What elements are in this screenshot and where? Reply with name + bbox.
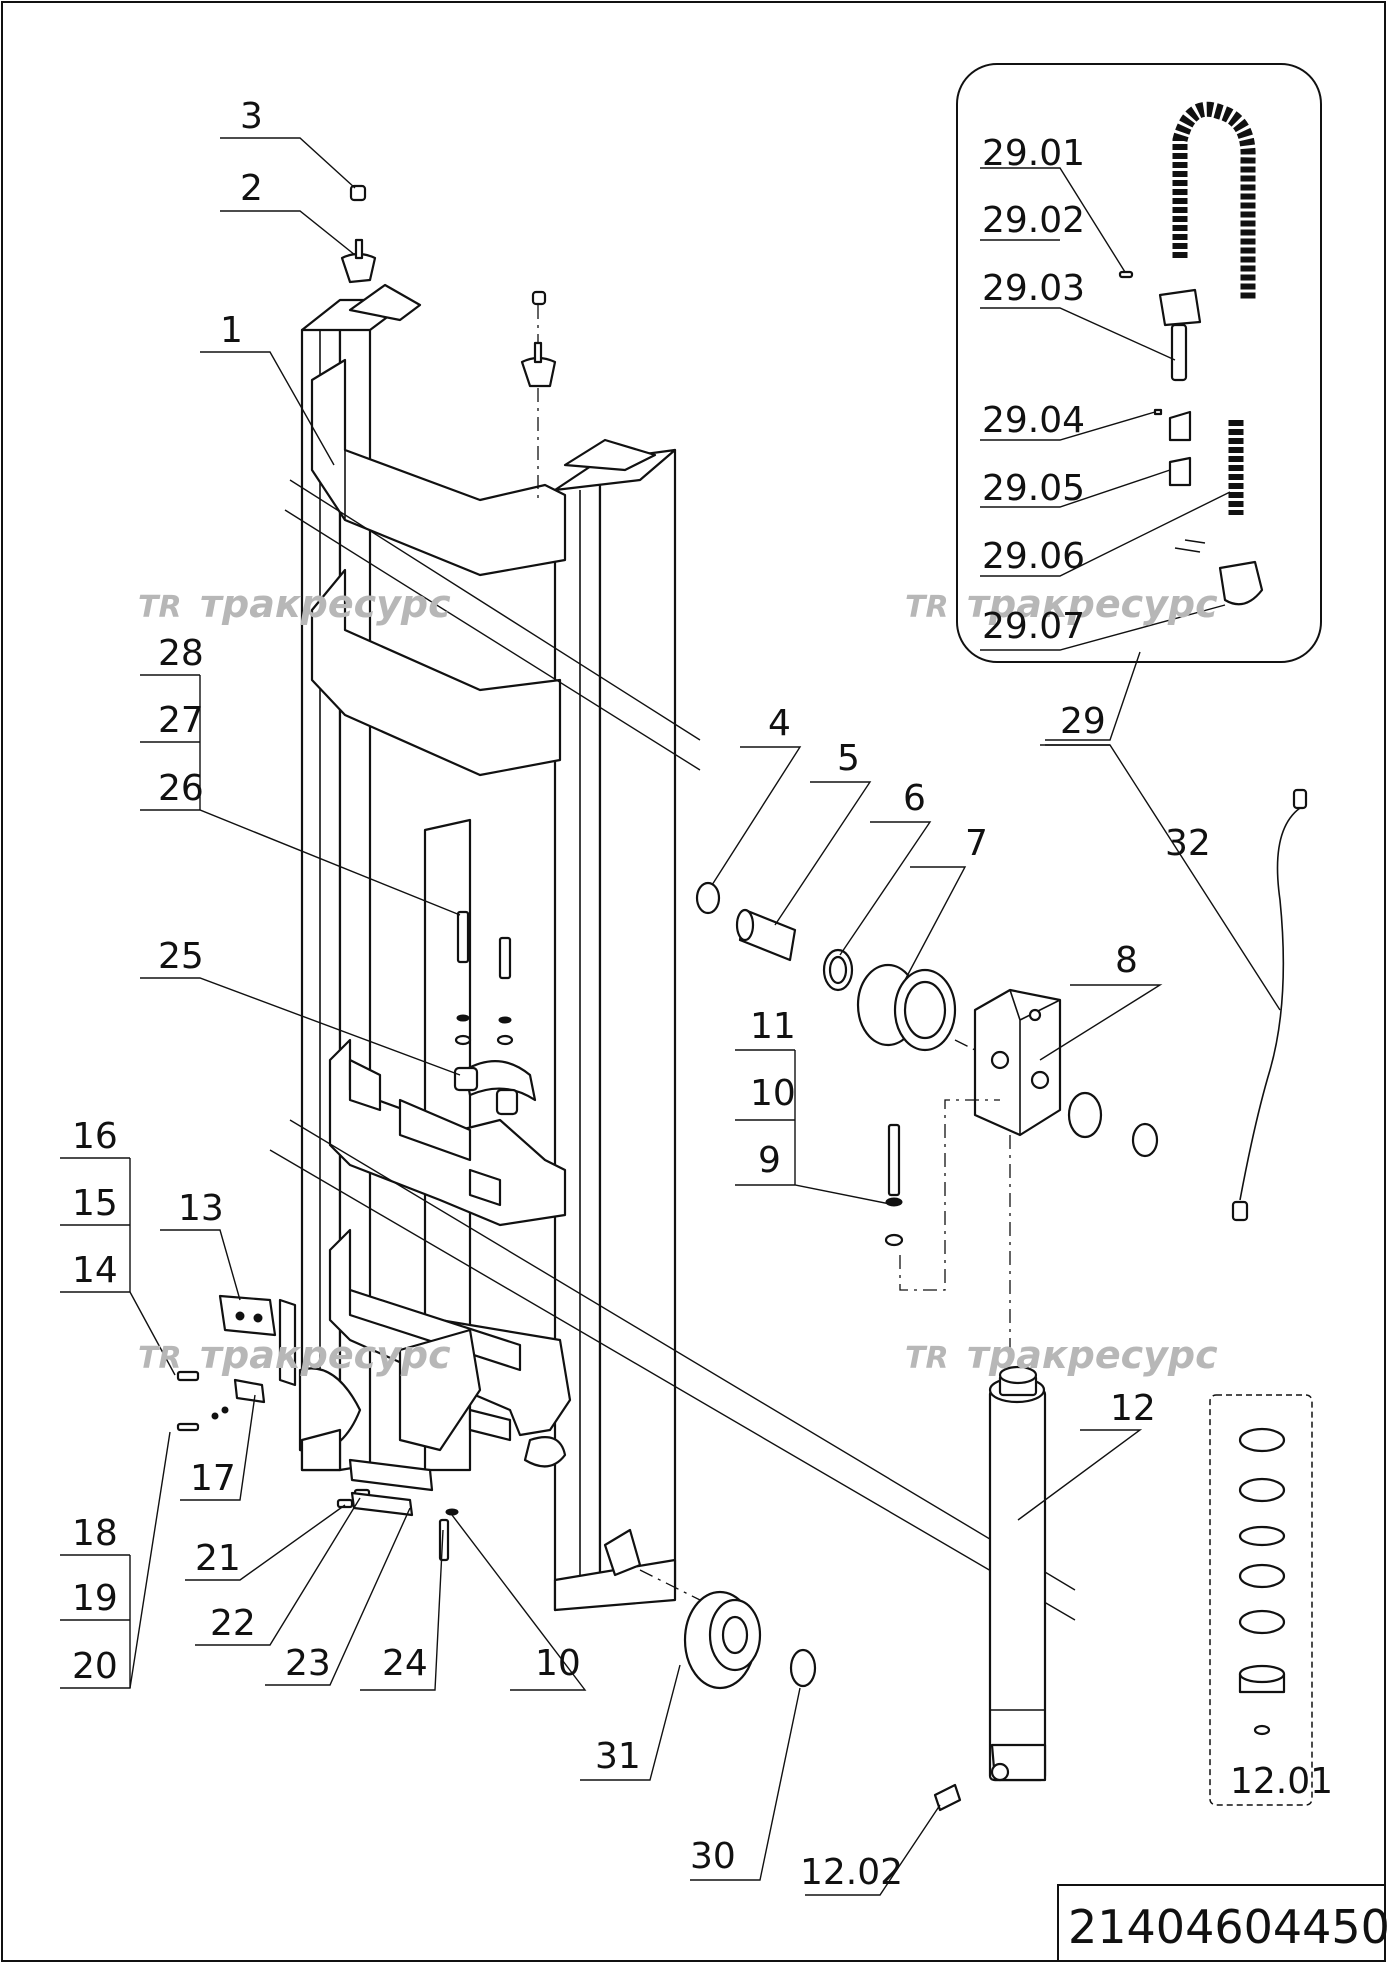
- callout-14: 14: [72, 1250, 118, 1291]
- callout-29-05: 29.05: [982, 468, 1085, 509]
- clamp-assembly: [453, 910, 537, 1116]
- watermark-logo: TR: [905, 1341, 949, 1376]
- callout-21: 21: [195, 1538, 241, 1579]
- callout-10: 10: [750, 1073, 796, 1114]
- callout-16: 16: [72, 1116, 118, 1157]
- watermark-logo: TR: [138, 590, 182, 625]
- callout-10-lower: 10: [535, 1643, 581, 1684]
- callout-28: 28: [158, 633, 204, 674]
- callout-29-02: 29.02: [982, 200, 1085, 241]
- callout-2: 2: [240, 168, 263, 209]
- callout-15: 15: [72, 1183, 118, 1224]
- callout-6: 6: [903, 778, 926, 819]
- callout-19: 19: [72, 1578, 118, 1619]
- callout-29-06: 29.06: [982, 536, 1085, 577]
- callout-3: 3: [240, 96, 263, 137]
- watermark-logo: TR: [138, 1341, 182, 1376]
- callout-12: 12: [1110, 1388, 1156, 1429]
- seal-kit: [1209, 1394, 1313, 1806]
- callout-12-02: 12.02: [800, 1852, 903, 1893]
- lift-cylinder: [933, 1365, 1047, 1812]
- callout-22: 22: [210, 1603, 256, 1644]
- callout-5: 5: [837, 738, 860, 779]
- document-number: 214046044503: [1068, 1900, 1387, 1954]
- callout-23: 23: [285, 1643, 331, 1684]
- callout-29-04: 29.04: [982, 400, 1085, 441]
- callout-24: 24: [382, 1643, 428, 1684]
- leader-lines: [60, 137, 1281, 1896]
- callout-7: 7: [965, 823, 988, 864]
- callout-11: 11: [750, 1006, 796, 1047]
- bearing-parts: [603, 1528, 817, 1690]
- mast-assembly: [298, 283, 677, 1612]
- callout-9: 9: [758, 1140, 781, 1181]
- callout-20: 20: [72, 1646, 118, 1687]
- callout-12-01: 12.01: [1230, 1761, 1333, 1802]
- callout-31: 31: [595, 1736, 641, 1777]
- callout-29-07: 29.07: [982, 606, 1085, 647]
- callout-26: 26: [158, 768, 204, 809]
- callout-13: 13: [178, 1188, 224, 1229]
- callout-1: 1: [220, 310, 243, 351]
- callout-labels: 3 2 1 28 27 26 25 16 15 14 13 17 18 19 2…: [72, 96, 1333, 1893]
- callout-25: 25: [158, 936, 204, 977]
- chain-kit: [956, 63, 1322, 663]
- watermark-text: тракресурс: [200, 1333, 451, 1377]
- callout-27: 27: [158, 700, 204, 741]
- callout-29-03: 29.03: [982, 268, 1085, 309]
- watermark-logo: TR: [905, 590, 949, 625]
- lower-brackets: [176, 1294, 459, 1562]
- watermark-text: тракресурс: [200, 582, 451, 626]
- roller-bracket-parts: [695, 881, 1159, 1370]
- break-lines: [269, 479, 1076, 1621]
- watermark-text: тракресурс: [967, 1333, 1218, 1377]
- top-bump-stops: [340, 184, 557, 500]
- sensor-cable: [1231, 788, 1308, 1222]
- callout-8: 8: [1115, 940, 1138, 981]
- callout-18: 18: [72, 1513, 118, 1554]
- callout-29-01: 29.01: [982, 133, 1085, 174]
- callout-32: 32: [1165, 823, 1211, 864]
- document-number-box: 214046044503: [1057, 1884, 1387, 1962]
- callout-29: 29: [1060, 701, 1106, 742]
- callout-4: 4: [768, 703, 791, 744]
- watermark-group: TR тракресурс TR тракресурс TR тракресур…: [138, 582, 1218, 1377]
- callout-30: 30: [690, 1836, 736, 1877]
- callout-17: 17: [190, 1458, 236, 1499]
- watermark-text: тракресурс: [967, 582, 1218, 626]
